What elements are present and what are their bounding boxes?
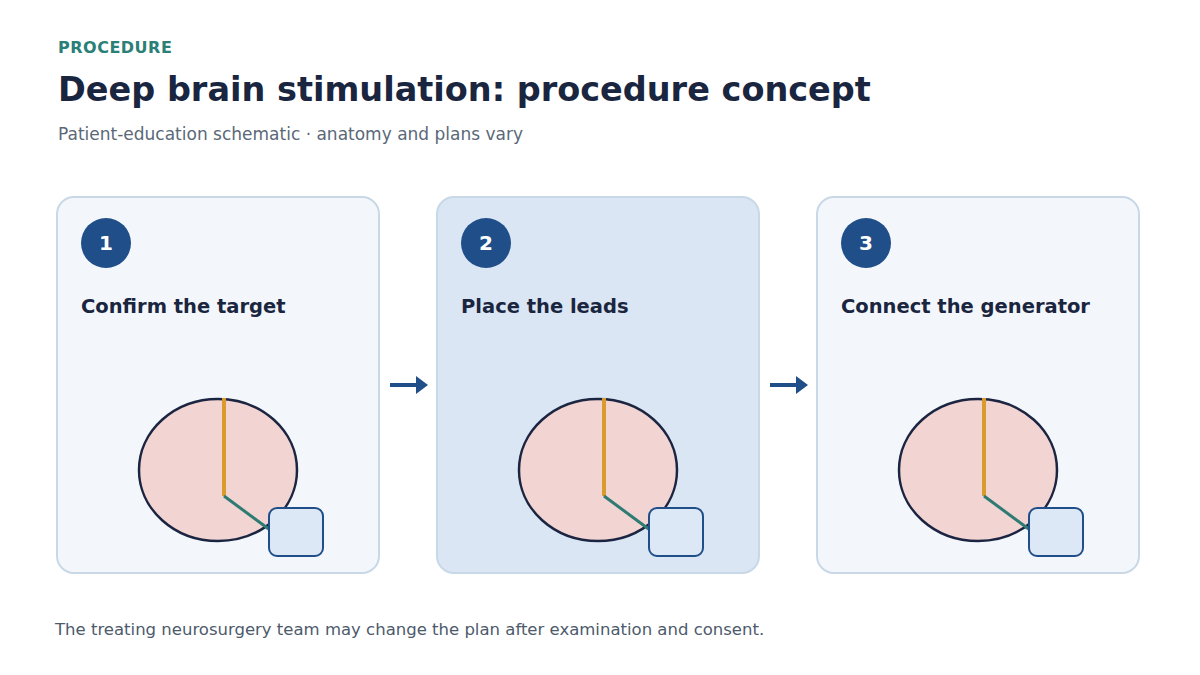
step-heading: Connect the generator: [841, 295, 1090, 318]
callout-number: 1: [81, 218, 131, 268]
step-number-circle: 3: [841, 218, 891, 268]
eyebrow-label: PROCEDURE: [58, 38, 172, 57]
step-heading: Confirm the target: [81, 295, 286, 318]
brain-illustration: [436, 196, 760, 574]
callout-number: 2: [461, 218, 511, 268]
step-heading: Place the leads: [461, 295, 629, 318]
step-number-circle: 1: [81, 218, 131, 268]
step-number-circle: 2: [461, 218, 511, 268]
callout-number: 3: [841, 218, 891, 268]
subtitle-label: Patient-education schematic · anatomy an…: [58, 124, 523, 144]
flow-arrow: [770, 376, 808, 394]
flow-arrow: [390, 376, 428, 394]
brain-illustration: [56, 196, 380, 574]
footer-caption: The treating neurosurgery team may chang…: [55, 620, 764, 639]
diagram-title: Deep brain stimulation: procedure concep…: [58, 70, 871, 109]
brain-illustration: [816, 196, 1140, 574]
